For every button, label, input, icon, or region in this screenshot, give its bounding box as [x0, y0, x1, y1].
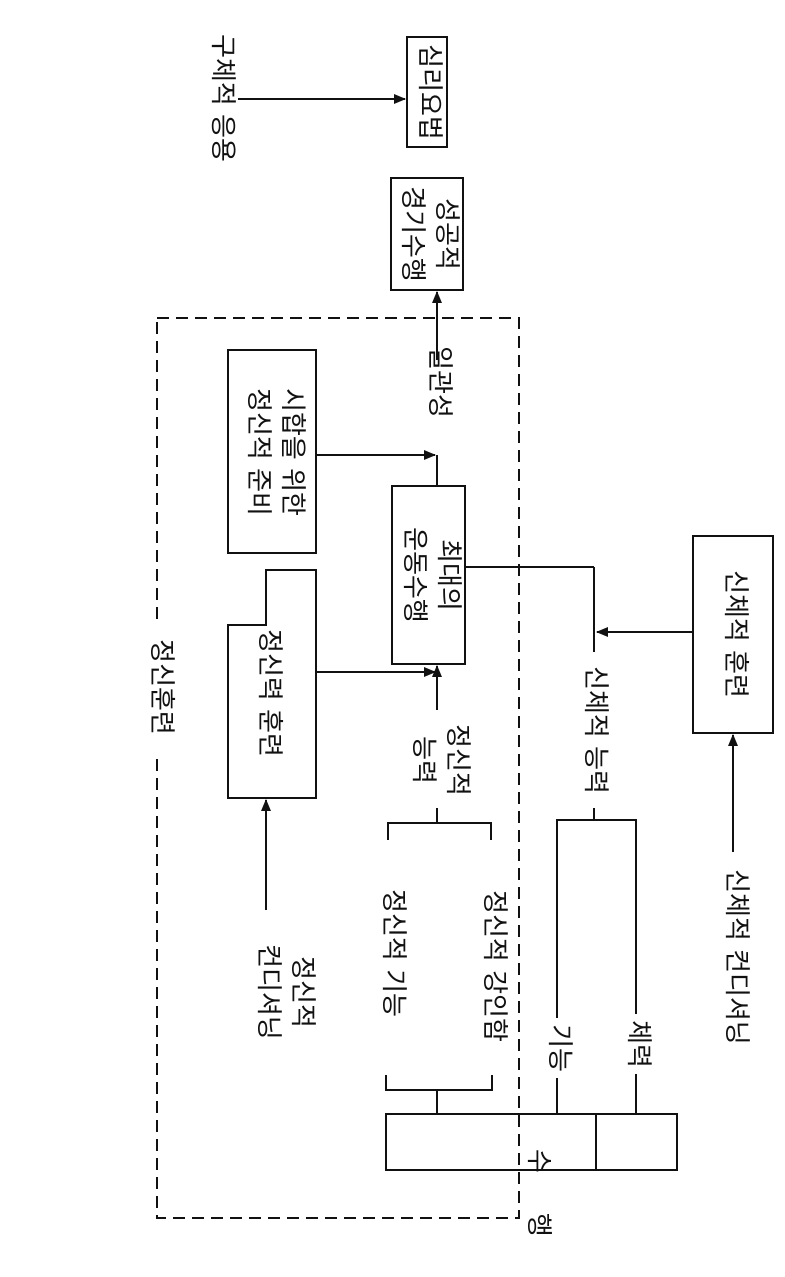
psychotherapy-box: [406, 36, 448, 148]
mental-ability-bracket: [387, 822, 492, 840]
label-mental-skill: 정신적 기능: [378, 889, 408, 1017]
label-max-performance: 최대의 운동수행: [399, 527, 463, 623]
label-mental-conditioning: 정신적 컨디셔닝: [253, 944, 317, 1040]
label-mental-power-training: 정신력 훈련: [254, 629, 284, 757]
successful-performance-box: [390, 177, 464, 291]
label-concrete-application: 구체적 응용: [207, 34, 237, 162]
label-competition-prep: 시합을 위한 정신적 준비: [243, 388, 307, 516]
label-physical-ability: 신체적 능력: [575, 655, 611, 805]
label-successful-performance: 성공적 경기수행: [397, 186, 461, 282]
mental-components-bracket: [385, 1075, 493, 1091]
label-fitness: 체력: [618, 1014, 654, 1074]
label-physical-conditioning: 신체적 컨디셔닝: [721, 869, 751, 1045]
diagram: 구체적 응용 심리요법 성공적 경기수행 정신훈련 시합을 위한 정신적 준비 …: [141, 34, 774, 1277]
label-performance: 수행: [523, 1149, 553, 1277]
label-physical-training: 신체적 훈련: [720, 570, 750, 698]
mental-power-training-box: [227, 569, 317, 799]
mental-training-region: [156, 317, 520, 1219]
physical-ability-bracket: [556, 819, 637, 1114]
diagram-lines: [156, 36, 774, 1219]
label-consistency: 일관성: [424, 346, 454, 418]
label-mental-training: 정신훈련: [141, 622, 177, 752]
label-skill: 기능: [539, 1018, 575, 1078]
label-mental-ability: 정신적 능력: [401, 715, 473, 805]
label-psychotherapy: 심리요법: [414, 44, 444, 140]
competition-prep-box: [227, 349, 317, 554]
max-performance-box: [391, 485, 466, 665]
label-mental-toughness: 정신적 강인함: [479, 890, 509, 1042]
physical-training-box: [692, 535, 774, 734]
performance-bar: [385, 1113, 678, 1171]
